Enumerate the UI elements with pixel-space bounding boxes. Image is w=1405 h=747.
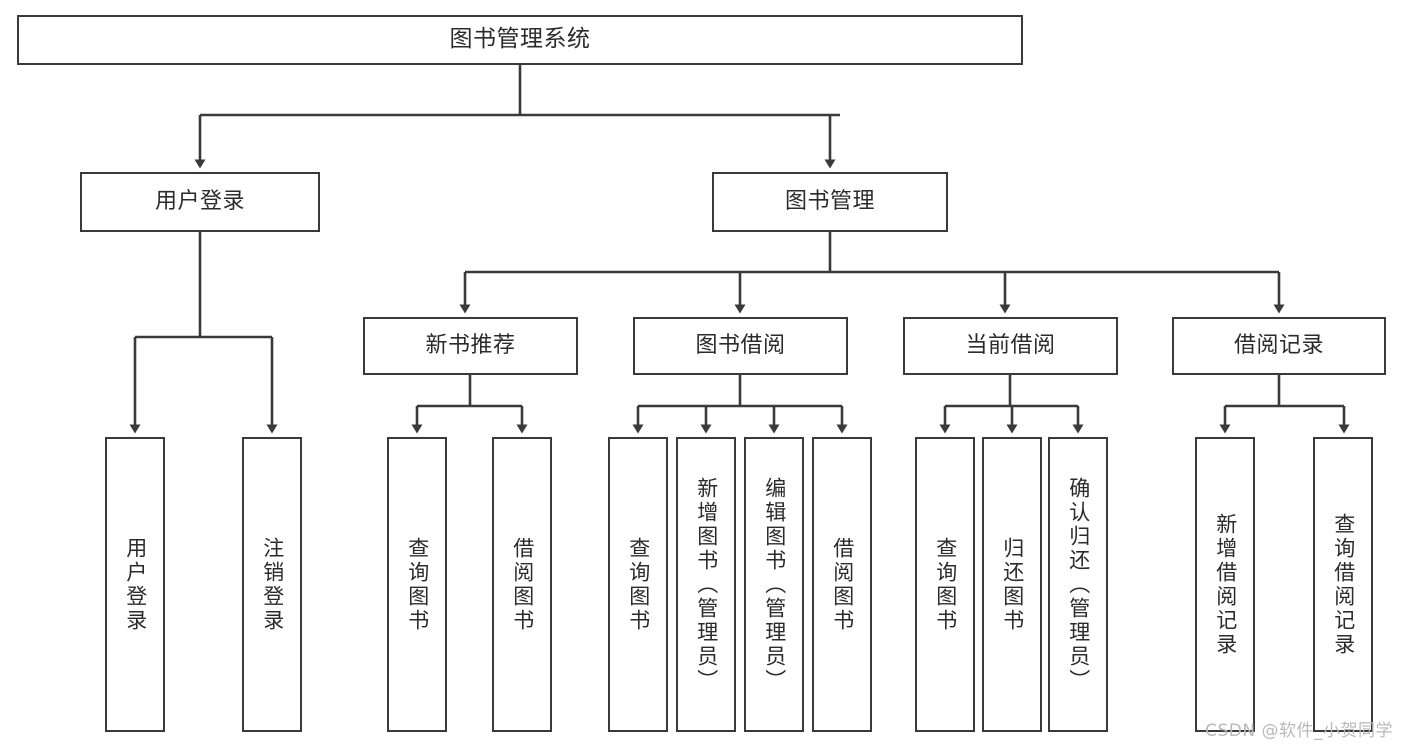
node-book-borrow[interactable]: 图书借阅 bbox=[633, 317, 848, 375]
node-leaf-return-book-label: 归还图书 bbox=[1000, 536, 1025, 633]
node-leaf-edit-book[interactable]: 编辑图书（管理员） bbox=[744, 437, 804, 732]
node-leaf-return-book[interactable]: 归还图书 bbox=[982, 437, 1042, 732]
node-leaf-confirm-return[interactable]: 确认归还（管理员） bbox=[1048, 437, 1108, 732]
node-leaf-user-login[interactable]: 用户登录 bbox=[105, 437, 165, 732]
node-leaf-user-login-label: 用户登录 bbox=[123, 536, 148, 633]
node-new-book-recommend[interactable]: 新书推荐 bbox=[363, 317, 578, 375]
node-leaf-query-record-label: 查询借阅记录 bbox=[1331, 512, 1356, 657]
node-book-borrow-label: 图书借阅 bbox=[695, 332, 786, 358]
node-leaf-query-record[interactable]: 查询借阅记录 bbox=[1313, 437, 1373, 732]
node-leaf-confirm-return-label: 确认归还（管理员） bbox=[1066, 476, 1091, 693]
node-leaf-query-book-1-label: 查询图书 bbox=[405, 536, 430, 633]
node-leaf-query-book-3[interactable]: 查询图书 bbox=[915, 437, 975, 732]
node-leaf-add-book-label: 新增图书（管理员） bbox=[694, 476, 719, 693]
node-leaf-borrow-book-1[interactable]: 借阅图书 bbox=[492, 437, 552, 732]
node-leaf-logout-label: 注销登录 bbox=[260, 536, 285, 633]
node-leaf-query-book-2-label: 查询图书 bbox=[626, 536, 651, 633]
node-leaf-logout[interactable]: 注销登录 bbox=[242, 437, 302, 732]
node-leaf-query-book-1[interactable]: 查询图书 bbox=[387, 437, 447, 732]
node-borrow-record-label: 借阅记录 bbox=[1233, 332, 1324, 358]
node-leaf-edit-book-label: 编辑图书（管理员） bbox=[762, 476, 787, 693]
node-leaf-borrow-book-2-label: 借阅图书 bbox=[830, 536, 855, 633]
node-borrow-record[interactable]: 借阅记录 bbox=[1172, 317, 1386, 375]
node-leaf-query-book-2[interactable]: 查询图书 bbox=[608, 437, 668, 732]
node-root[interactable]: 图书管理系统 bbox=[17, 15, 1023, 65]
node-leaf-add-record[interactable]: 新增借阅记录 bbox=[1195, 437, 1255, 732]
node-leaf-add-record-label: 新增借阅记录 bbox=[1213, 512, 1238, 657]
node-new-book-recommend-label: 新书推荐 bbox=[425, 332, 516, 358]
node-leaf-borrow-book-1-label: 借阅图书 bbox=[510, 536, 535, 633]
node-leaf-borrow-book-2[interactable]: 借阅图书 bbox=[812, 437, 872, 732]
node-current-borrow-label: 当前借阅 bbox=[965, 332, 1056, 358]
node-root-label: 图书管理系统 bbox=[449, 26, 591, 53]
node-user-login[interactable]: 用户登录 bbox=[80, 172, 320, 232]
node-leaf-add-book[interactable]: 新增图书（管理员） bbox=[676, 437, 736, 732]
node-user-login-label: 用户登录 bbox=[154, 188, 245, 214]
node-book-manage-label: 图书管理 bbox=[784, 188, 875, 214]
node-leaf-query-book-3-label: 查询图书 bbox=[933, 536, 958, 633]
csdn-watermark: CSDN @软件_小贺同学 bbox=[1205, 721, 1393, 741]
node-book-manage[interactable]: 图书管理 bbox=[712, 172, 948, 232]
node-current-borrow[interactable]: 当前借阅 bbox=[903, 317, 1118, 375]
